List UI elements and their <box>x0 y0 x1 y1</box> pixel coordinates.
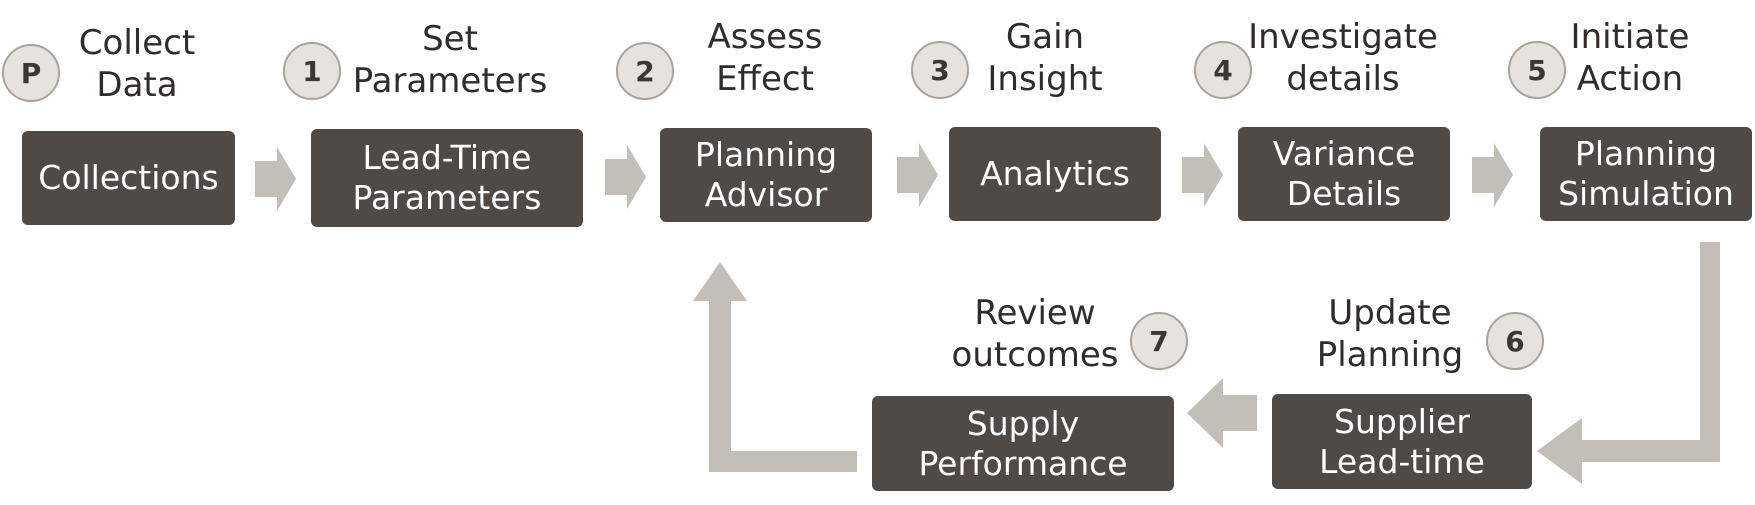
label-line: outcomes <box>951 335 1119 375</box>
label-line: Update <box>1328 293 1452 333</box>
box-line: Variance <box>1272 134 1416 173</box>
step-badge-3: 3 <box>911 41 969 99</box>
box-line: Lead-Time <box>362 138 532 177</box>
box-line: Planning <box>694 135 838 174</box>
badge-text: 4 <box>1213 53 1233 87</box>
step-badge-p: P <box>2 44 60 102</box>
step-label-initiate-action: Initiate Action <box>1560 16 1700 100</box>
label-line: Gain <box>1005 17 1085 57</box>
arrow-right-icon <box>1472 143 1513 207</box>
arrow-right-icon <box>255 147 296 211</box>
label-line: Collect <box>78 23 196 63</box>
variance-details-box[interactable]: Variance Details <box>1238 127 1450 221</box>
step-label-gain-insight: Gain Insight <box>975 16 1115 100</box>
label-line: Investigate <box>1248 17 1438 57</box>
box-line: Simulation <box>1558 174 1734 213</box>
arrow-left-icon <box>1187 378 1257 448</box>
label-line: Insight <box>987 59 1103 99</box>
label-line: details <box>1286 59 1400 99</box>
step-badge-2: 2 <box>616 42 674 100</box>
label-line: Set <box>422 19 478 59</box>
step-label-collect-data: Collect Data <box>62 22 212 106</box>
step-label-update-planning: Update Planning <box>1310 292 1470 376</box>
badge-text: P <box>20 56 42 90</box>
label-line: Initiate <box>1570 17 1690 57</box>
box-line: Performance <box>918 443 1128 483</box>
box-line: Planning <box>1574 134 1718 173</box>
label-line: Planning <box>1316 335 1464 375</box>
step-badge-5: 5 <box>1508 41 1566 99</box>
step-badge-7: 7 <box>1130 312 1188 370</box>
arrow-right-icon <box>897 143 938 207</box>
planning-advisor-box[interactable]: Planning Advisor <box>660 128 872 222</box>
badge-text: 7 <box>1149 324 1169 358</box>
step-label-investigate-details: Investigate details <box>1243 16 1443 100</box>
badge-text: 2 <box>635 54 655 88</box>
planning-simulation-box[interactable]: Planning Simulation <box>1540 127 1752 221</box>
collections-box[interactable]: Collections <box>22 131 235 225</box>
step-badge-4: 4 <box>1194 41 1252 99</box>
label-line: Action <box>1576 59 1684 99</box>
step-badge-1: 1 <box>283 42 341 100</box>
box-line: Details <box>1286 174 1402 213</box>
label-line: Review <box>974 293 1096 333</box>
step-label-review-outcomes: Review outcomes <box>945 292 1125 376</box>
step-badge-6: 6 <box>1486 312 1544 370</box>
box-line: Analytics <box>980 154 1130 193</box>
arrow-up-connector <box>693 262 857 472</box>
step-label-assess-effect: Assess Effect <box>690 16 840 100</box>
label-line: Parameters <box>352 61 548 101</box>
badge-text: 6 <box>1505 324 1525 358</box>
lead-time-parameters-box[interactable]: Lead-Time Parameters <box>311 129 583 227</box>
supplier-lead-time-box[interactable]: Supplier Lead-time <box>1272 394 1532 489</box>
arrow-down-left-connector <box>1537 242 1720 484</box>
box-line: Parameters <box>352 178 542 217</box>
box-line: Supplier <box>1334 401 1470 441</box>
arrow-right-icon <box>605 145 646 209</box>
label-line: Effect <box>716 59 814 99</box>
badge-text: 3 <box>930 53 950 87</box>
badge-text: 5 <box>1527 53 1547 87</box>
badge-text: 1 <box>302 54 322 88</box>
label-line: Assess <box>707 17 823 57</box>
analytics-box[interactable]: Analytics <box>949 127 1161 221</box>
box-line: Supply <box>966 403 1080 443</box>
label-line: Data <box>96 65 178 105</box>
box-line: Advisor <box>704 175 828 214</box>
step-label-set-parameters: Set Parameters <box>340 18 560 102</box>
supply-performance-box[interactable]: Supply Performance <box>872 396 1174 491</box>
box-line: Collections <box>38 158 219 197</box>
box-line: Lead-time <box>1319 441 1485 481</box>
arrow-right-icon <box>1182 143 1223 207</box>
